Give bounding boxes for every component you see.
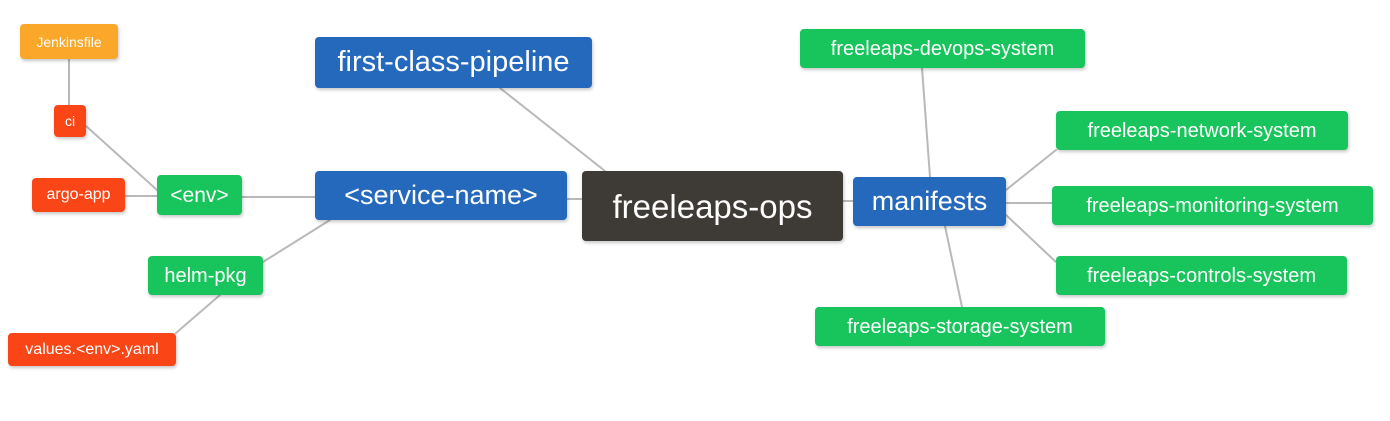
mindmap-node-jenkinsfile[interactable]: Jenkinsfile (20, 24, 118, 59)
edge-helm-pkg-to-service-name (262, 219, 331, 263)
mindmap-node-argo-app[interactable]: argo-app (32, 178, 125, 212)
mindmap-node-values-env-yaml[interactable]: values.<env>.yaml (8, 333, 176, 366)
node-label-freeleaps-storage-system: freeleaps-storage-system (847, 315, 1073, 338)
edge-manifests-to-freeleaps-controls-system (1005, 214, 1057, 263)
mindmap-node-freeleaps-controls-system[interactable]: freeleaps-controls-system (1056, 256, 1347, 295)
mindmap-node-service-name[interactable]: <service-name> (315, 171, 567, 220)
node-label-freeleaps-ops: freeleaps-ops (612, 187, 813, 225)
node-label-argo-app: argo-app (46, 186, 111, 203)
node-label-jenkinsfile: Jenkinsfile (36, 33, 102, 50)
node-label-helm-pkg: helm-pkg (164, 264, 247, 287)
mindmap-node-ci[interactable]: ci (54, 105, 86, 137)
node-label-first-class-pipeline: first-class-pipeline (337, 46, 570, 78)
mindmap-node-freeleaps-storage-system[interactable]: freeleaps-storage-system (815, 307, 1105, 346)
mindmap-node-freeleaps-ops[interactable]: freeleaps-ops (582, 171, 843, 241)
node-label-freeleaps-network-system: freeleaps-network-system (1087, 119, 1317, 142)
node-label-ci: ci (64, 113, 76, 129)
edge-values-env-yaml-to-helm-pkg (175, 294, 221, 334)
edge-manifests-to-freeleaps-devops-system (921, 67, 931, 178)
edge-manifests-to-freeleaps-network-system (1005, 149, 1057, 191)
edge-ci-to-env (85, 125, 158, 191)
edge-manifests-to-freeleaps-storage-system (944, 225, 963, 308)
mindmap-node-freeleaps-network-system[interactable]: freeleaps-network-system (1056, 111, 1348, 150)
node-label-service-name: <service-name> (344, 180, 538, 210)
mindmap-node-helm-pkg[interactable]: helm-pkg (148, 256, 263, 295)
node-label-freeleaps-devops-system: freeleaps-devops-system (830, 37, 1055, 60)
node-label-values-env-yaml: values.<env>.yaml (25, 340, 159, 358)
mindmap-node-manifests[interactable]: manifests (853, 177, 1006, 226)
mindmap-node-env[interactable]: <env> (157, 175, 242, 215)
node-label-freeleaps-monitoring-system: freeleaps-monitoring-system (1086, 194, 1339, 217)
mindmap-node-freeleaps-monitoring-system[interactable]: freeleaps-monitoring-system (1052, 186, 1373, 225)
node-label-env: <env> (170, 183, 229, 207)
mindmap-node-first-class-pipeline[interactable]: first-class-pipeline (315, 37, 592, 88)
node-label-manifests: manifests (871, 186, 988, 216)
mindmap-node-freeleaps-devops-system[interactable]: freeleaps-devops-system (800, 29, 1085, 68)
node-label-freeleaps-controls-system: freeleaps-controls-system (1087, 264, 1316, 287)
edge-first-class-pipeline-to-freeleaps-ops (499, 87, 606, 172)
